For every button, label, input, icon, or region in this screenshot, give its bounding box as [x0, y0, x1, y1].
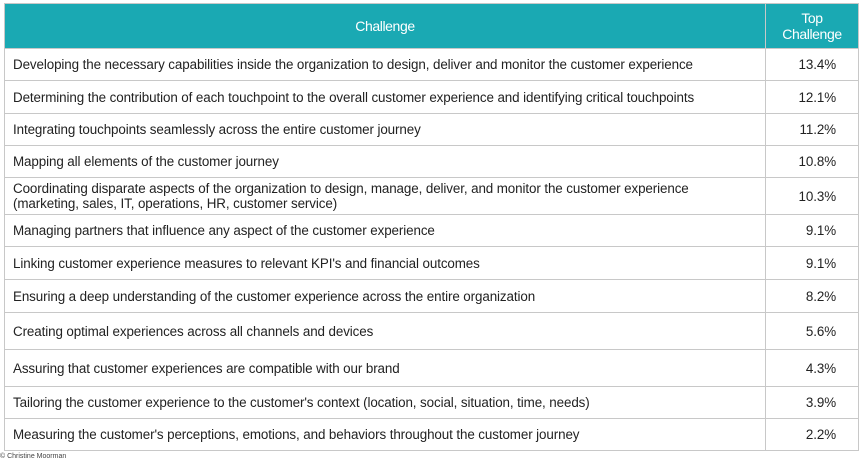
challenge-cell: Measuring the customer's perceptions, em… [4, 418, 766, 451]
table-row: Tailoring the customer experience to the… [4, 386, 859, 419]
challenge-cell: Assuring that customer experiences are c… [4, 349, 766, 387]
challenge-cell: Tailoring the customer experience to the… [4, 386, 766, 419]
table-row: Assuring that customer experiences are c… [4, 349, 859, 387]
top-challenge-value-cell: 10.8% [765, 145, 859, 178]
top-challenge-value-cell: 3.9% [765, 386, 859, 419]
top-challenge-value-cell: 10.3% [765, 177, 859, 215]
table-row: Creating optimal experiences across all … [4, 312, 859, 350]
copyright-footer: © Christine Moorman [0, 453, 67, 460]
challenge-cell: Mapping all elements of the customer jou… [4, 145, 766, 178]
challenge-cell: Coordinating disparate aspects of the or… [4, 177, 766, 215]
challenge-cell: Managing partners that influence any asp… [4, 214, 766, 247]
challenge-cell: Determining the contribution of each tou… [4, 80, 766, 114]
table-row: Determining the contribution of each tou… [4, 80, 859, 114]
top-challenge-value-cell: 2.2% [765, 418, 859, 451]
table-row: Developing the necessary capabilities in… [4, 48, 859, 81]
table-row: Ensuring a deep understanding of the cus… [4, 279, 859, 313]
challenge-cell: Creating optimal experiences across all … [4, 312, 766, 350]
top-challenge-value-cell: 4.3% [765, 349, 859, 387]
top-challenge-value-cell: 8.2% [765, 279, 859, 313]
table-row: Mapping all elements of the customer jou… [4, 145, 859, 178]
top-challenge-value-cell: 12.1% [765, 80, 859, 114]
challenge-cell: Integrating touchpoints seamlessly acros… [4, 113, 766, 146]
column-header-top-challenge-text: Top Challenge [782, 10, 842, 42]
top-challenge-value-cell: 9.1% [765, 214, 859, 247]
top-challenge-value-cell: 11.2% [765, 113, 859, 146]
challenge-cell: Developing the necessary capabilities in… [4, 48, 766, 81]
top-challenge-value-cell: 13.4% [765, 48, 859, 81]
header-row: Challenge Top Challenge [4, 3, 859, 49]
challenge-cell: Linking customer experience measures to … [4, 246, 766, 280]
table-row: Coordinating disparate aspects of the or… [4, 177, 859, 215]
table-row: Measuring the customer's perceptions, em… [4, 418, 859, 451]
challenges-table: Challenge Top Challenge Developing the n… [4, 3, 859, 451]
table-row: Integrating touchpoints seamlessly acros… [4, 113, 859, 146]
top-challenge-value-cell: 5.6% [765, 312, 859, 350]
column-header-challenge: Challenge [4, 3, 766, 49]
top-challenge-value-cell: 9.1% [765, 246, 859, 280]
table-row: Managing partners that influence any asp… [4, 214, 859, 247]
table-row: Linking customer experience measures to … [4, 246, 859, 280]
column-header-top-challenge: Top Challenge [765, 3, 859, 49]
challenge-cell: Ensuring a deep understanding of the cus… [4, 279, 766, 313]
